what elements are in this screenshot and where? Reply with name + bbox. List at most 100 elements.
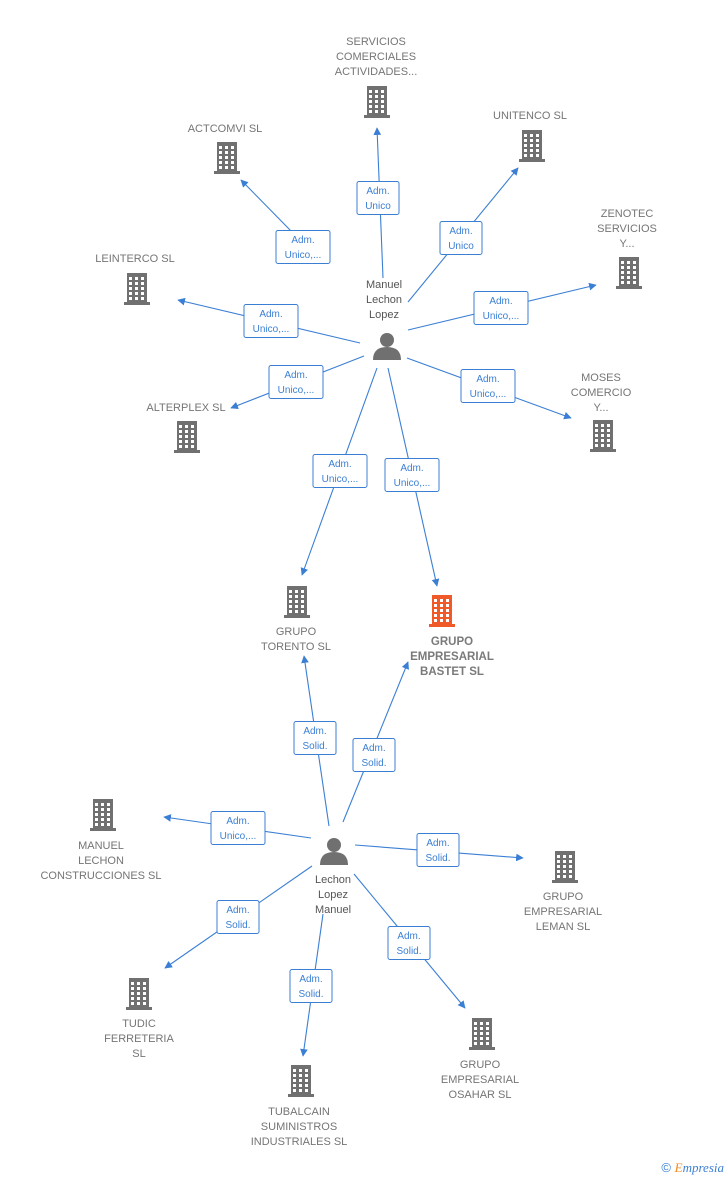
node-label-line: CONSTRUCCIONES SL (40, 870, 161, 882)
edge-label-p2-c_osahar[interactable]: Adm.Solid. (387, 926, 431, 960)
building-icon (429, 595, 455, 627)
edge-label-p2-c_tudic[interactable]: Adm.Solid. (216, 900, 260, 934)
node-label-c_manuel_lechon: MANUEL LECHON CONSTRUCCIONES SL (40, 840, 161, 882)
footer-brand: © Empresia (661, 1160, 724, 1176)
edge-label-box (289, 969, 333, 1003)
edge-label-p1-c_unitenco[interactable]: Adm.Unico (439, 221, 483, 255)
edge-label-text: Adm. (328, 459, 351, 470)
node-label-line: COMERCIALES (336, 51, 416, 63)
node-label-line: Manuel (366, 279, 402, 291)
edge-label-text: Unico,... (483, 311, 520, 322)
node-label-line: LEINTERCO SL (95, 253, 174, 265)
edge-label-text: Solid. (425, 853, 450, 864)
person-icon (373, 333, 401, 360)
node-label-c_torento: GRUPO TORENTO SL (261, 626, 331, 653)
node-label-c_alterplex: ALTERPLEX SL (146, 402, 225, 414)
node-label-c_servicios: SERVICIOS COMERCIALES ACTIVIDADES... (335, 36, 418, 78)
edge-label-box (352, 738, 396, 772)
building-icon (124, 273, 150, 305)
edge-label-box (460, 369, 516, 403)
node-label-line: ALTERPLEX SL (146, 402, 225, 414)
edge-label-p2-c_torento[interactable]: Adm.Solid. (293, 721, 337, 755)
node-label-line: Y... (619, 238, 634, 250)
edge-label-p1-c_zenotec[interactable]: Adm. Unico,... (473, 291, 529, 325)
building-icon (284, 586, 310, 618)
edge-label-text: Adm. (397, 931, 420, 942)
node-label-c_leinterco: LEINTERCO SL (95, 253, 174, 265)
edge-label-text: Adm. (284, 370, 307, 381)
building-icon (174, 421, 200, 453)
node-label-line: GRUPO (276, 626, 317, 638)
edge-label-p1-c_torento[interactable]: Adm. Unico,... (312, 454, 368, 488)
edge-label-text: Unico,... (253, 324, 290, 335)
node-label-line: TUDIC (122, 1018, 156, 1030)
node-label-line: SERVICIOS (346, 36, 406, 48)
node-label-line: ACTIVIDADES... (335, 66, 418, 78)
edge-label-box (243, 304, 299, 338)
edge-label-box (268, 365, 324, 399)
copyright-symbol: © (661, 1160, 672, 1175)
node-label-line: SUMINISTROS (261, 1121, 337, 1133)
node-label-c_moses: MOSESCOMERCIOY... (571, 372, 632, 414)
building-icon (364, 86, 390, 118)
node-label-line: LEMAN SL (536, 921, 590, 933)
edge-label-text: Adm. (303, 726, 326, 737)
node-label-line: MANUEL (78, 840, 124, 852)
edge-label-box (416, 833, 460, 867)
node-label-line: Lechon (315, 874, 351, 886)
edge-label-p1-c_actcomvi[interactable]: Adm.Unico,... (275, 230, 331, 264)
edge-label-p1-c_leinterco[interactable]: Adm. Unico,... (243, 304, 299, 338)
edge-label-text: Adm. (476, 374, 499, 385)
edge-label-box (275, 230, 331, 264)
edge-label-text: Adm. (449, 226, 472, 237)
edge-label-text: Adm. (226, 816, 249, 827)
edge-label-text: Unico,... (394, 478, 431, 489)
edge-label-p1-c_moses[interactable]: Adm.Unico,... (460, 369, 516, 403)
edge-label-text: Adm. (426, 838, 449, 849)
node-label-line: TORENTO SL (261, 641, 331, 653)
edge-label-text: Adm. (259, 309, 282, 320)
edge-label-box (356, 181, 400, 215)
edge-label-box (210, 811, 266, 845)
edge-label-p1-c_bastet[interactable]: Adm. Unico,... (384, 458, 440, 492)
edge-label-text: Adm. (299, 974, 322, 985)
edge-label-text: Unico,... (322, 474, 359, 485)
edge-label-text: Adm. (400, 463, 423, 474)
edge-label-text: Unico,... (278, 385, 315, 396)
edge-label-text: Adm. (291, 235, 314, 246)
edge-label-box (473, 291, 529, 325)
edge-label-p2-c_tubalcain[interactable]: Adm.Solid. (289, 969, 333, 1003)
edge-label-text: Adm. (366, 186, 389, 197)
edge-label-text: Adm. (489, 296, 512, 307)
node-label-line: COMERCIO (571, 387, 632, 399)
brand-name: mpresia (682, 1160, 724, 1175)
node-label-c_tudic: TUDIC FERRETERIA SL (104, 1018, 174, 1060)
node-label-c_unitenco: UNITENCO SL (493, 110, 567, 122)
node-label-c_zenotec: ZENOTECSERVICIOSY... (597, 208, 657, 250)
node-label-line: FERRETERIA (104, 1033, 174, 1045)
node-label-line: SERVICIOS (597, 223, 657, 235)
node-label-line: UNITENCO SL (493, 110, 567, 122)
node-label-c_actcomvi: ACTCOMVI SL (188, 123, 263, 135)
edge-label-text: Unico,... (220, 831, 257, 842)
node-label-line: Lechon (366, 294, 402, 306)
node-label-line: Manuel (315, 904, 351, 916)
edge-label-text: Adm. (226, 905, 249, 916)
node-label-line: SL (132, 1048, 145, 1060)
edge-label-p1-c_servicios[interactable]: Adm.Unico (356, 181, 400, 215)
edge-label-p2-c_leman[interactable]: Adm. Solid. (416, 833, 460, 867)
node-label-line: Y... (593, 402, 608, 414)
edge-label-p1-c_alterplex[interactable]: Adm. Unico,... (268, 365, 324, 399)
node-label-line: INDUSTRIALES SL (251, 1136, 348, 1148)
node-label-line: EMPRESARIAL (524, 906, 602, 918)
edge-label-box (387, 926, 431, 960)
edge-label-p2-c_bastet[interactable]: Adm. Solid. (352, 738, 396, 772)
edge-label-box (293, 721, 337, 755)
edge-label-p2-c_manuel_lechon[interactable]: Adm. Unico,... (210, 811, 266, 845)
edge-label-text: Adm. (362, 743, 385, 754)
node-label-line: EMPRESARIAL (410, 651, 494, 663)
edge-label-text: Solid. (361, 758, 386, 769)
node-label-line: LECHON (78, 855, 124, 867)
